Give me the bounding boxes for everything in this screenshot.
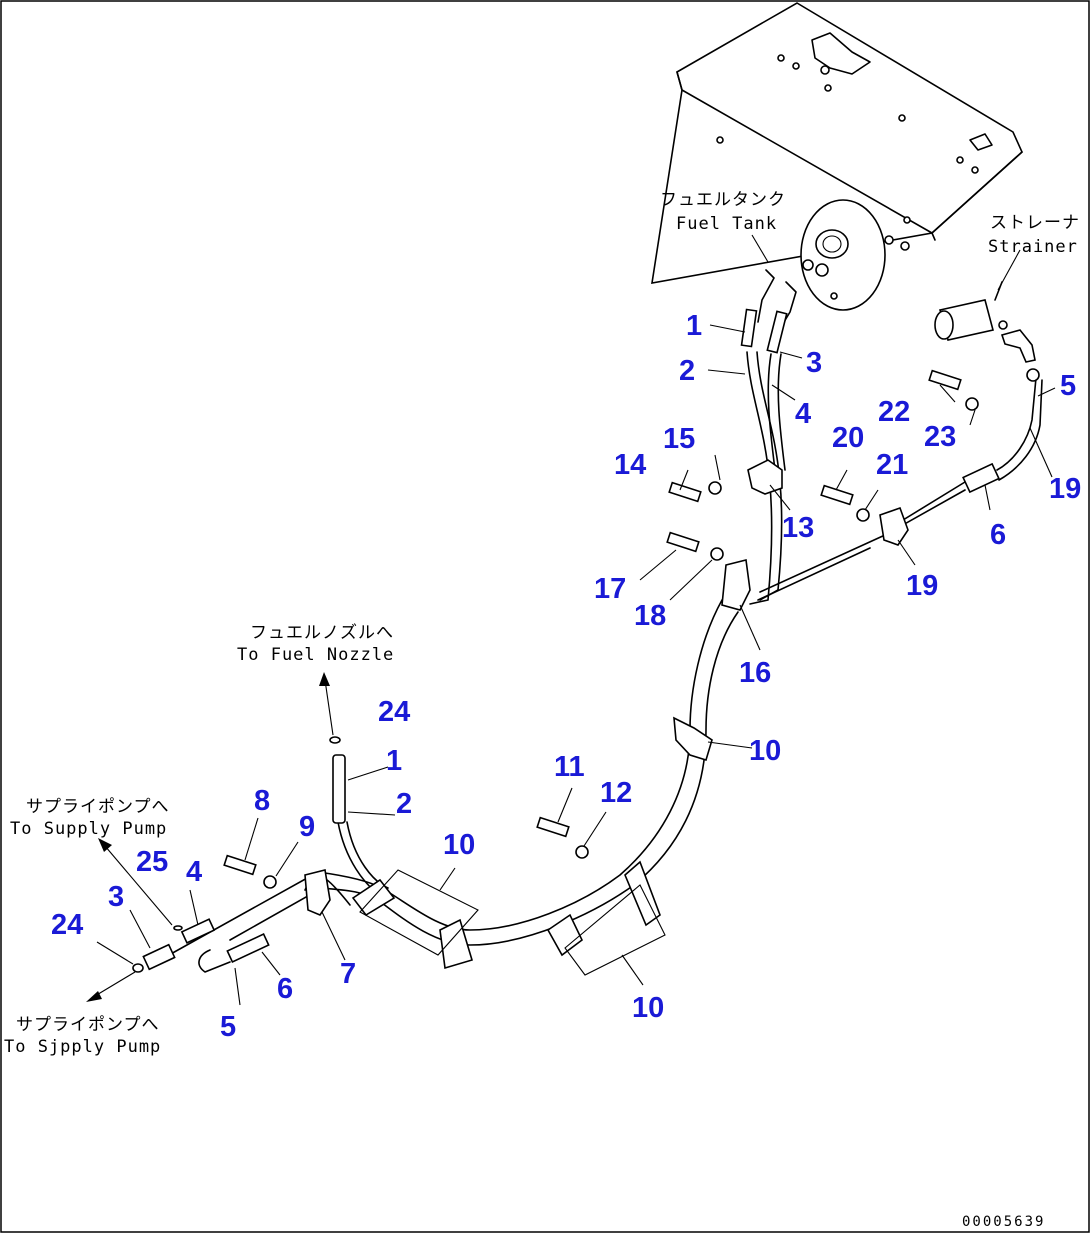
strainer: [934, 281, 1036, 363]
callout-4: 4: [795, 398, 811, 430]
callout-numbers: 1 2 3 4 5 22 23 19 15 14 20 21 13 6 17 1…: [51, 310, 1081, 1043]
nozzle-label-en: To Fuel Nozzle: [237, 645, 394, 665]
clamps: [304, 459, 909, 976]
callout-9: 9: [299, 811, 315, 843]
callout-17: 17: [594, 573, 626, 605]
bolts-and-washers: [132, 369, 979, 973]
strainer-label-en: Strainer: [988, 237, 1078, 257]
callout-1b: 1: [386, 745, 402, 777]
callout-10: 10: [749, 735, 781, 767]
callout-10b: 10: [443, 829, 475, 861]
callout-1: 1: [686, 310, 702, 342]
hose-assembly: [142, 269, 1043, 973]
fuel-tank-label-jp: フュエルタンク: [660, 190, 786, 210]
callout-23: 23: [924, 421, 956, 453]
callout-6: 6: [990, 519, 1006, 551]
callout-19b: 19: [906, 570, 938, 602]
pump-top-label-en: To Supply Pump: [10, 819, 167, 839]
leader-lines: [86, 234, 1056, 1006]
pump-bottom-label-jp: サプライポンプへ: [16, 1015, 160, 1035]
callout-7: 7: [340, 958, 356, 990]
callout-21: 21: [876, 449, 908, 481]
callout-22: 22: [878, 396, 910, 428]
callout-5: 5: [1060, 370, 1076, 402]
callout-24: 24: [378, 696, 410, 728]
callout-24b: 24: [51, 909, 83, 941]
callout-10c: 10: [632, 992, 664, 1024]
callout-15: 15: [663, 423, 695, 455]
pump-bottom-label-en: To Sjpply Pump: [4, 1037, 161, 1057]
callout-12: 12: [600, 777, 632, 809]
fuel-tank-label-en: Fuel Tank: [676, 214, 777, 234]
text-annotations: フュエルタンク Fuel Tank ストレーナ Strainer フュエルノズル…: [4, 190, 1080, 1230]
callout-14: 14: [614, 449, 646, 481]
fuel-tank: [651, 2, 1023, 311]
callout-25: 25: [136, 846, 168, 878]
drawing-code: 00005639: [962, 1214, 1045, 1230]
callout-2b: 2: [396, 788, 412, 820]
callout-3: 3: [806, 347, 822, 379]
callout-16: 16: [739, 657, 771, 689]
pump-top-label-jp: サプライポンプへ: [26, 797, 170, 817]
callout-6b: 6: [277, 973, 293, 1005]
strainer-label-jp: ストレーナ: [990, 213, 1080, 233]
callout-13: 13: [782, 512, 814, 544]
nozzle-label-jp: フュエルノズルへ: [250, 623, 394, 643]
callout-2: 2: [679, 355, 695, 387]
callout-3b: 3: [108, 881, 124, 913]
callout-5b: 5: [220, 1011, 236, 1043]
callout-20: 20: [832, 422, 864, 454]
callout-11: 11: [554, 751, 585, 783]
callout-19: 19: [1049, 473, 1081, 505]
callout-4b: 4: [186, 856, 202, 888]
callout-18: 18: [634, 600, 666, 632]
callout-8: 8: [254, 785, 270, 817]
